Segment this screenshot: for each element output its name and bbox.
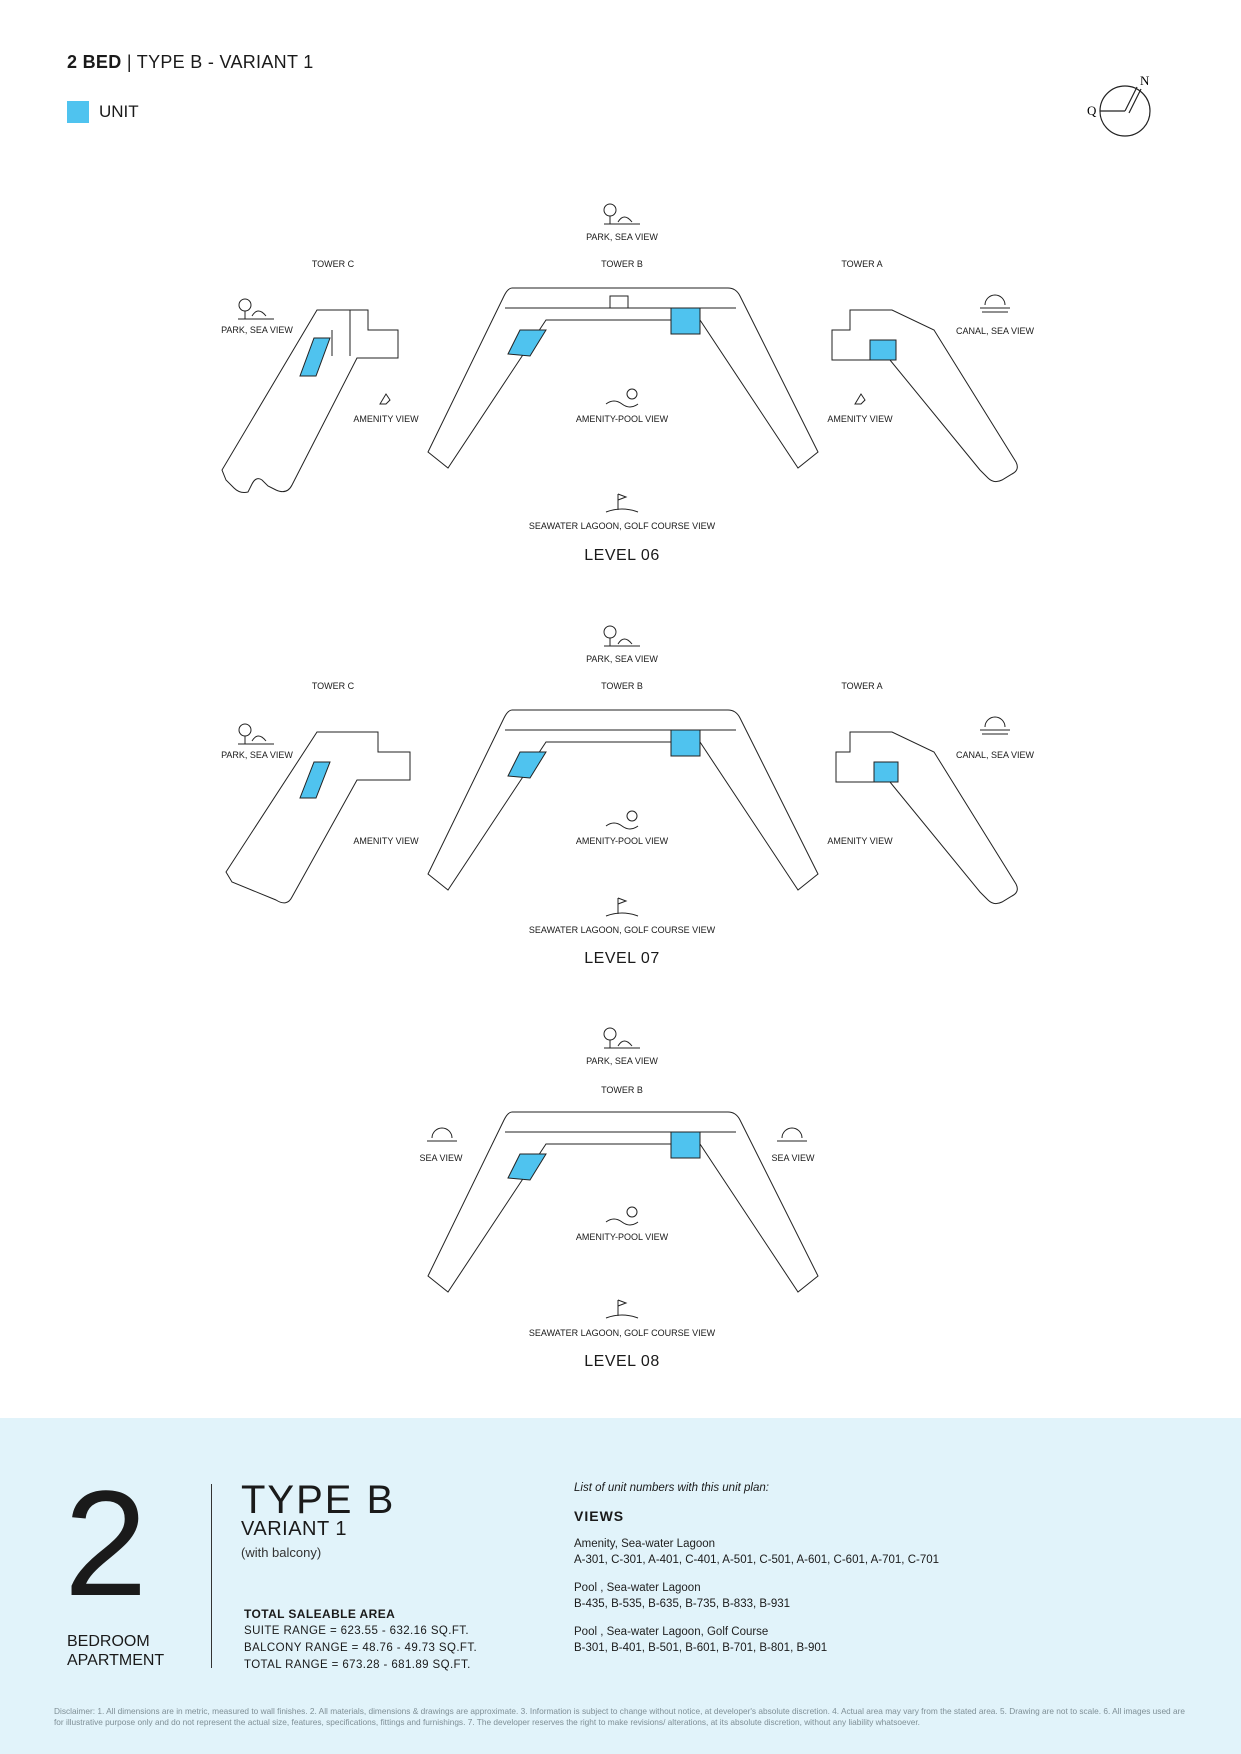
l07-center-view: AMENITY-POOL VIEW [575,836,669,846]
l06-top-view: PARK, SEA VIEW [586,232,658,242]
l06-left-view: PARK, SEA VIEW [221,325,293,335]
page-title: 2 BED | TYPE B - VARIANT 1 [67,52,314,73]
l08-level-label: LEVEL 08 [584,1353,660,1370]
views-heading: VIEWS [574,1508,625,1524]
bedroom-label: BEDROOM APARTMENT [67,1632,164,1670]
l06-tower-b: TOWER B [601,259,643,269]
l08-bottom-view: SEAWATER LAGOON, GOLF COURSE VIEW [528,1328,716,1338]
park-icon [603,625,640,647]
l06-tower-a: TOWER A [841,259,883,269]
golf-icon [605,493,639,513]
unit-list-intro: List of unit numbers with this unit plan… [574,1482,769,1494]
l06-center-view: AMENITY-POOL VIEW [575,414,669,424]
l07-left-view: PARK, SEA VIEW [221,750,293,760]
view-group: Pool , Sea-water Lagoon B-435, B-535, B-… [574,1580,939,1612]
total-range: TOTAL RANGE = 673.28 - 681.89 SQ.FT. [244,1659,471,1671]
l06-bottom-view: SEAWATER LAGOON, GOLF COURSE VIEW [528,521,716,531]
golf-icon [605,1299,639,1319]
l08-top-view: PARK, SEA VIEW [586,1056,658,1066]
compass-q: Q [1087,103,1097,118]
view-group-units: B-435, B-535, B-635, B-735, B-833, B-931 [574,1598,791,1610]
l07-right-amenity: AMENITY VIEW [827,836,893,846]
park-icon [603,1027,640,1049]
view-group-units: A-301, C-301, A-401, C-401, A-501, C-501… [574,1554,940,1566]
park-icon [238,723,274,745]
variant-title: VARIANT 1 [241,1518,348,1540]
l07-tower-c: TOWER C [311,681,355,691]
park-icon [603,203,640,225]
compass-north: N [1140,75,1150,88]
pool-icon [605,1206,639,1226]
sunset-icon [980,294,1010,313]
horse-icon [379,393,866,405]
disclaimer: Disclaimer: 1. All dimensions are in met… [54,1706,1185,1727]
view-group: Pool , Sea-water Lagoon, Golf Course B-3… [574,1624,939,1656]
title-rest: | TYPE B - VARIANT 1 [121,52,314,72]
unit-swatch [67,101,89,123]
l07-tower-a: TOWER A [841,681,883,691]
l08-right-view: SEA VIEW [771,1153,815,1163]
l07-tower-b: TOWER B [601,681,643,691]
view-group-title: Pool , Sea-water Lagoon, Golf Course [574,1626,769,1638]
bedroom-count: 2 [64,1459,148,1627]
l08-left-view: SEA VIEW [419,1153,463,1163]
park-icon [238,298,274,320]
l06-left-amenity: AMENITY VIEW [353,414,419,424]
l07-top-view: PARK, SEA VIEW [586,654,658,664]
view-group: Amenity, Sea-water Lagoon A-301, C-301, … [574,1536,939,1568]
l07-left-amenity: AMENITY VIEW [353,836,419,846]
area-heading: TOTAL SALEABLE AREA [244,1607,396,1621]
view-group-units: B-301, B-401, B-501, B-601, B-701, B-801… [574,1642,828,1654]
floorplan-level-07 [225,625,1018,917]
l06-right-view: CANAL, SEA VIEW [955,326,1035,336]
area-block: TOTAL SALEABLE AREA SUITE RANGE = 623.55… [244,1606,477,1674]
type-title: TYPE B [241,1478,396,1522]
l07-bottom-view: SEAWATER LAGOON, GOLF COURSE VIEW [528,925,716,935]
bedroom-line2: APARTMENT [67,1652,165,1669]
legend-label: UNIT [99,102,139,121]
sunset-icon [980,716,1010,735]
l07-right-view: CANAL, SEA VIEW [955,750,1035,760]
bedroom-line1: BEDROOM [67,1633,150,1650]
l06-right-amenity: AMENITY VIEW [827,414,893,424]
floorplan-level-08 [427,1027,819,1319]
view-group-title: Amenity, Sea-water Lagoon [574,1538,716,1550]
l06-tower-c: TOWER C [311,259,355,269]
balcony-range: BALCONY RANGE = 48.76 - 49.73 SQ.FT. [244,1642,478,1654]
pool-icon [605,810,639,830]
l07-level-label: LEVEL 07 [584,950,660,967]
sunset-icon [427,1127,807,1142]
summary-panel [0,1418,1241,1754]
golf-icon [605,897,639,917]
title-bold: 2 BED [67,52,122,72]
unit-list: List of unit numbers with this unit plan… [574,1480,939,1656]
l06-level-label: LEVEL 06 [584,547,660,564]
l08-tower-b: TOWER B [601,1085,643,1095]
l08-center-view: AMENITY-POOL VIEW [575,1232,669,1242]
compass-icon: N Q [1087,75,1151,137]
with-balcony: (with balcony) [241,1545,322,1560]
suite-range: SUITE RANGE = 623.55 - 632.16 SQ.FT. [244,1625,470,1637]
legend: UNIT [67,101,139,123]
view-group-title: Pool , Sea-water Lagoon [574,1582,701,1594]
divider [211,1484,212,1668]
pool-icon [605,388,639,408]
